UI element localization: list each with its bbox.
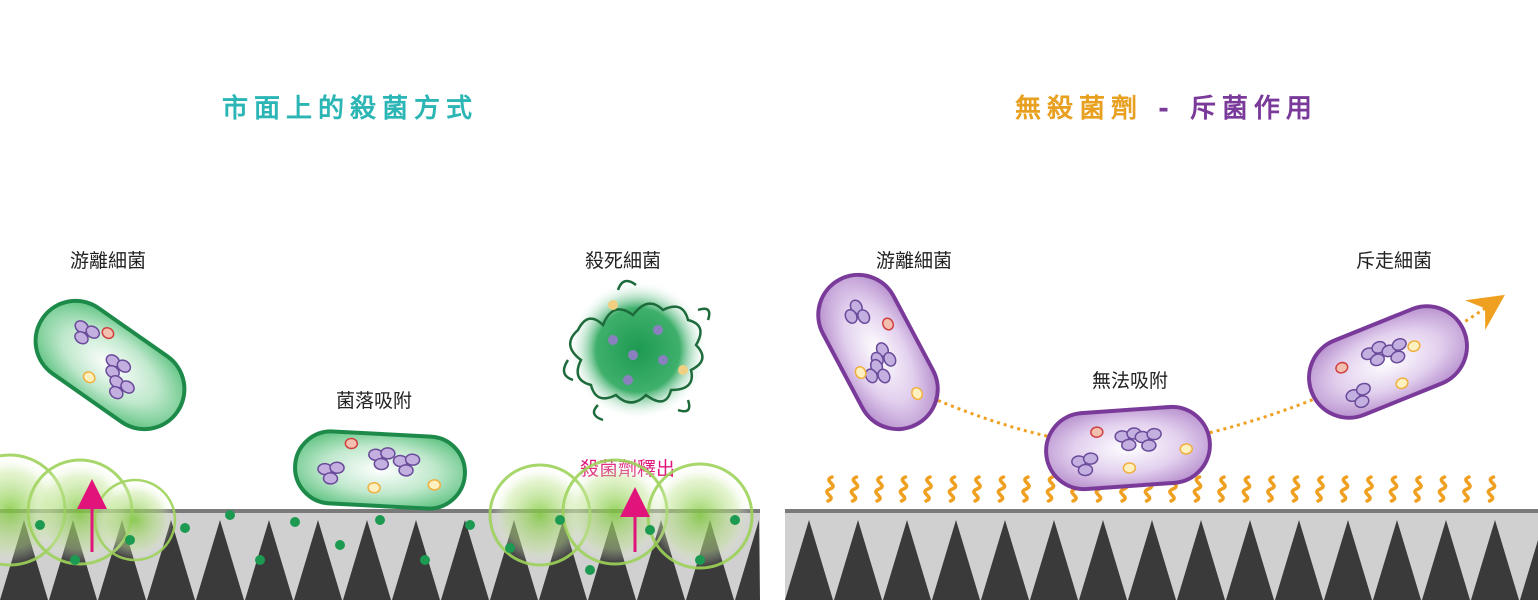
killed-bacterium	[562, 279, 711, 422]
left-surface	[0, 453, 760, 600]
biocide-particle	[645, 525, 655, 535]
biocide-particle	[225, 510, 235, 520]
biocide-particle	[585, 565, 595, 575]
biocide-particle	[35, 520, 45, 530]
repel-squiggle	[1217, 475, 1227, 503]
repel-squiggle	[1388, 475, 1399, 503]
repel-squiggle	[1192, 475, 1203, 503]
biocide-particle	[420, 555, 430, 565]
spike	[441, 520, 489, 600]
repel-squiggle	[1486, 475, 1497, 503]
biocide-particle	[505, 543, 515, 553]
repel-squiggle	[1266, 475, 1276, 503]
repel-squiggle	[1241, 475, 1252, 503]
spike	[343, 520, 391, 600]
repel-squiggle	[1290, 475, 1301, 503]
spike	[1471, 520, 1519, 600]
biocide-particle	[335, 540, 345, 550]
spike	[981, 520, 1029, 600]
label-cannot-attach: 無法吸附	[1092, 370, 1169, 392]
green-bacterium-free	[33, 298, 187, 432]
biocide-particle	[125, 535, 135, 545]
spike	[785, 520, 833, 600]
repel-squiggle	[1462, 475, 1472, 503]
repel-squiggle	[1315, 475, 1325, 503]
biocide-particle	[255, 555, 265, 565]
biocide-particle	[465, 520, 475, 530]
spike	[1128, 520, 1176, 600]
label-killed-bacteria: 殺死細菌	[585, 250, 662, 272]
repel-squiggle	[1364, 475, 1374, 503]
biocide-particle	[375, 515, 385, 525]
biocide-particles	[35, 510, 740, 575]
spike	[1275, 520, 1323, 600]
spike	[637, 520, 685, 600]
purple-bacterium-repelled	[1307, 304, 1469, 420]
label-repelled-bacteria: 斥走細菌	[1356, 250, 1433, 272]
green-bacterium-attached	[293, 429, 467, 511]
biocide-particle	[180, 523, 190, 533]
repel-squiggle	[947, 475, 958, 503]
biocide-particle	[730, 515, 740, 525]
label-attached-bacteria: 菌落吸附	[336, 390, 413, 412]
spike	[490, 520, 538, 600]
spike	[1079, 520, 1127, 600]
spike	[147, 520, 195, 600]
repel-squiggle	[972, 475, 982, 503]
spike	[1177, 520, 1225, 600]
repel-squiggle	[923, 475, 933, 503]
right-title-part-a: 無殺菌劑	[1015, 94, 1144, 124]
spike	[1373, 520, 1421, 600]
purple-bacterium-free	[816, 272, 940, 432]
right-title-separator: -	[1143, 94, 1190, 124]
spike	[245, 520, 293, 600]
spike	[196, 520, 244, 600]
right-title-part-b: 斥菌作用	[1189, 94, 1318, 124]
right-surface	[785, 475, 1538, 600]
spike	[932, 520, 980, 600]
biocide-particle	[70, 555, 80, 565]
right-spikes	[785, 520, 1538, 600]
spike	[392, 520, 440, 600]
spike	[1226, 520, 1274, 600]
repel-squiggle	[849, 475, 860, 503]
spike	[1520, 540, 1538, 600]
repel-squiggle	[1021, 475, 1031, 503]
purple-bacterium-cannot-attach	[1044, 404, 1212, 492]
label-free-bacteria-right: 游離細菌	[876, 250, 953, 272]
repel-squiggle	[898, 475, 909, 503]
biocide-particle	[695, 555, 705, 565]
repel-squiggle	[825, 475, 835, 503]
left-panel-title: 市面上的殺菌方式	[222, 94, 479, 124]
repel-squiggle	[1437, 475, 1448, 503]
spike	[883, 520, 931, 600]
biocide-particle	[555, 515, 565, 525]
repel-squiggle	[1339, 475, 1350, 503]
spike	[294, 520, 342, 600]
spike	[1422, 520, 1470, 600]
biocide-particle	[290, 517, 300, 527]
repel-squiggle	[996, 475, 1007, 503]
spike	[1030, 520, 1078, 600]
repel-squiggle	[1045, 475, 1056, 503]
repel-squiggle	[874, 475, 884, 503]
right-panel-title: 無殺菌劑 - 斥菌作用	[1015, 88, 1318, 125]
spike	[834, 520, 882, 600]
label-free-bacteria-left: 游離細菌	[70, 250, 147, 272]
repel-squiggle	[1413, 475, 1423, 503]
spike	[98, 520, 146, 600]
spike	[735, 520, 760, 600]
spike	[1324, 520, 1372, 600]
